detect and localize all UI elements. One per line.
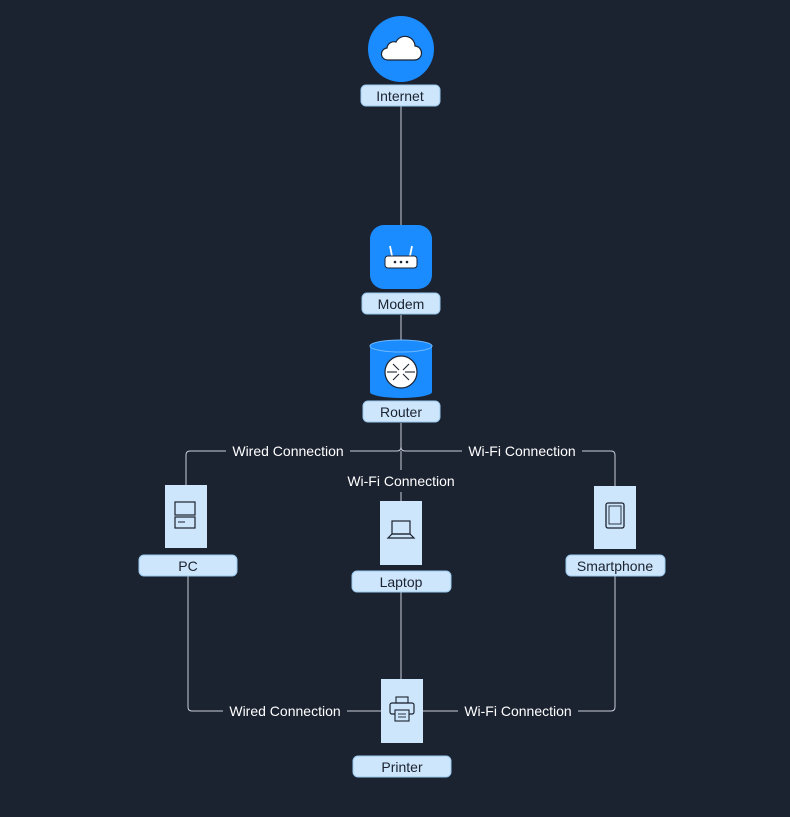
edge-labels: Wired Connection Wi-Fi Connection Wi-Fi …	[223, 442, 582, 720]
router-cylinder-top	[369, 339, 433, 353]
edge-label-bg	[462, 442, 582, 460]
cloud-icon	[380, 35, 423, 61]
printer-label: Printer	[381, 759, 423, 775]
pc-label: PC	[178, 558, 197, 574]
internet-label-pill	[360, 84, 441, 107]
pc-label-pill	[138, 554, 238, 577]
node-smartphone[interactable]: Smartphone	[565, 486, 666, 577]
edge-label-bg	[226, 442, 350, 460]
node-internet[interactable]: Internet	[360, 16, 441, 107]
edge-label-smartphone-printer: Wi-Fi Connection	[464, 703, 571, 719]
printer-label-pill	[352, 755, 452, 778]
node-modem[interactable]: Modem	[361, 225, 441, 315]
printer-icon	[389, 696, 415, 722]
internet-label: Internet	[376, 88, 424, 104]
edge-router-smartphone	[400, 446, 616, 486]
node-laptop[interactable]: Laptop	[351, 501, 452, 593]
edge-label-bg	[223, 702, 347, 720]
modem-label: Modem	[378, 296, 425, 312]
router-label-pill	[362, 400, 441, 423]
edge-pc-printer	[187, 576, 381, 712]
laptop-icon	[386, 520, 416, 539]
modem-label-pill	[361, 292, 441, 315]
laptop-label: Laptop	[380, 574, 423, 590]
modem-icon	[384, 245, 418, 269]
edge-label-router-laptop: Wi-Fi Connection	[347, 473, 454, 489]
router-label: Router	[380, 404, 422, 420]
edge-label-pc-printer: Wired Connection	[229, 703, 340, 719]
smartphone-icon	[605, 502, 625, 529]
edge-label-bg	[458, 702, 578, 720]
smartphone-label-pill	[565, 554, 666, 577]
edge-label-bg	[340, 472, 462, 490]
edge-label-router-pc: Wired Connection	[232, 443, 343, 459]
laptop-card	[380, 501, 422, 565]
smartphone-card	[594, 486, 636, 549]
edge-label-router-smartphone: Wi-Fi Connection	[468, 443, 575, 459]
laptop-label-pill	[351, 570, 452, 593]
router-icon	[384, 355, 418, 389]
node-printer[interactable]: Printer	[352, 679, 452, 778]
desktop-computer-icon	[174, 501, 196, 529]
node-pc[interactable]: PC	[138, 485, 238, 577]
node-router[interactable]: Router	[362, 339, 441, 423]
edge-smartphone-printer	[423, 576, 616, 712]
smartphone-label: Smartphone	[577, 558, 653, 574]
